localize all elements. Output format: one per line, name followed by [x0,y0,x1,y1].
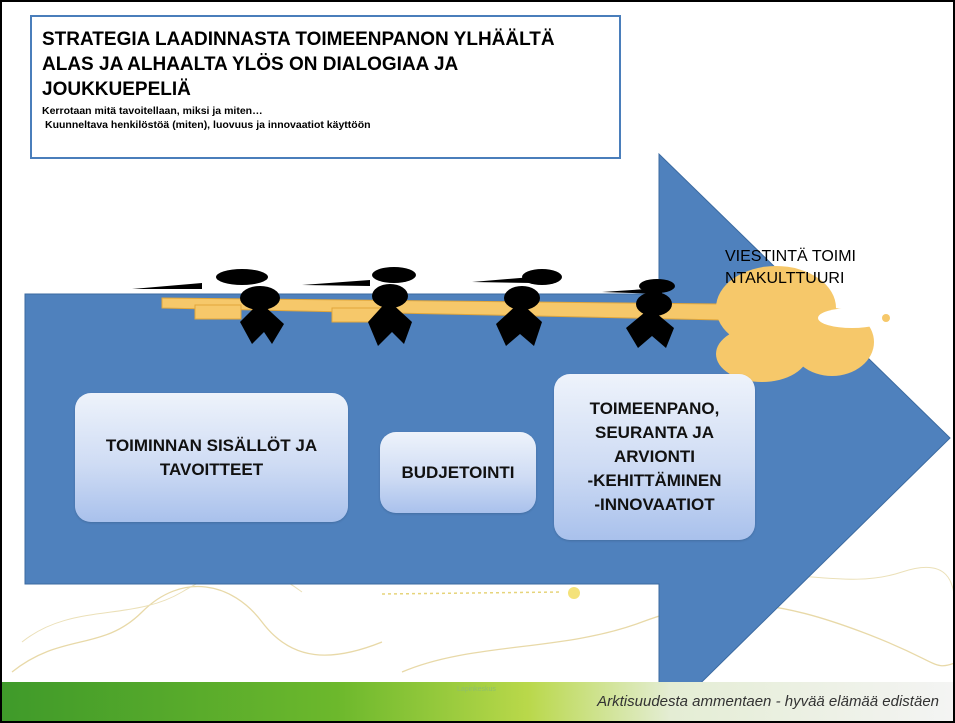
figure-icon [132,269,284,344]
figure-icon [472,269,562,346]
card-content-goals: TOIMINNAN SISÄLLÖT JA TAVOITTEET [75,393,348,522]
slide-title: STRATEGIA LAADINNASTA TOIMEENPANON YLHÄÄ… [42,29,555,100]
subtitle-1: Kerrotaan mitä tavoitellaan, miksi ja mi… [42,105,263,117]
figure-icon [302,267,416,346]
footer-small-text: Lapinkeskus [457,686,496,693]
key-label: VIESTINTÄ TOIMINTAKULTTUURI [725,248,856,287]
footer-bar [2,682,953,721]
footer-tagline: Arktisuudesta ammentaen - hyvää elämää e… [597,693,939,710]
subtitle-2: Kuunneltava henkilöstöä (miten), luovuus… [45,119,371,131]
card-implementation: TOIMEENPANO, SEURANTA JA ARVIONTI -KEHIT… [554,374,755,540]
card-budgeting: BUDJETOINTI [380,432,536,513]
key-icon [161,266,890,382]
title-box: STRATEGIA LAADINNASTA TOIMEENPANON YLHÄÄ… [30,15,621,159]
figure-icon [602,279,675,348]
